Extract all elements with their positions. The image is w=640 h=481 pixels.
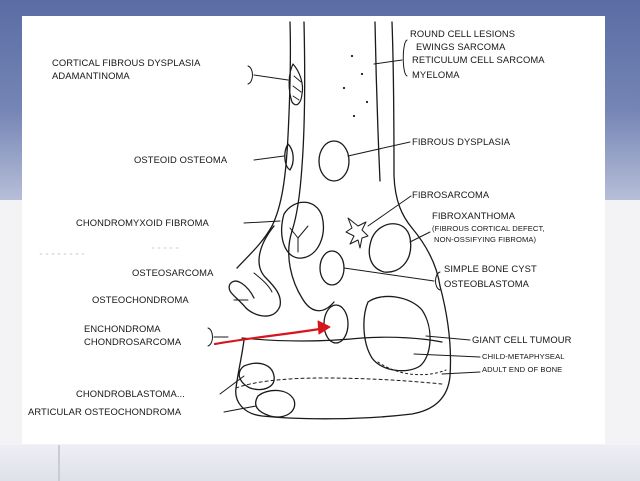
label-non-ossifying-fibroma: NON-OSSIFYING FIBROMA) [434, 235, 537, 244]
shaft-outer-left [236, 21, 292, 269]
giant-cell-tumour-lesion [363, 295, 431, 372]
simple-bone-cyst-lesion [319, 250, 345, 286]
red-pointer-arrow-head [317, 320, 331, 335]
label-chondroblastoma: CHONDROBLASTOMA... [76, 388, 185, 399]
red-pointer-arrow-shaft [213, 326, 328, 346]
label-articular-osteochondroma: ARTICULAR OSTEOCHONDROMA [28, 406, 182, 417]
slide-footer-divider [58, 445, 60, 481]
metaphysis-left [245, 225, 282, 317]
round-cell-dots [342, 54, 369, 118]
label-enchondroma: ENCHONDROMA [84, 323, 161, 334]
giant-cell-dotted-extension [377, 361, 447, 376]
label-osteosarcoma: OSTEOSARCOMA [132, 267, 214, 278]
cortical-dysplasia-hatch [292, 75, 302, 101]
label-adamantinoma: ADAMANTINOMA [52, 70, 130, 81]
label-osteochondroma: OSTEOCHONDROMA [92, 294, 189, 305]
metaphysis-left-inner [288, 230, 335, 312]
label-osteoid-osteoma: OSTEOID OSTEOMA [134, 154, 228, 165]
growth-plate-line [241, 336, 443, 343]
fibrosarcoma-lesion [345, 217, 369, 249]
chondromyxoid-fibroma-lesion [280, 201, 324, 259]
diagram-panel: CORTICAL FIBROUS DYSPLASIA ADAMANTINOMA … [22, 16, 605, 444]
fibrous-dysplasia-lesion [318, 140, 350, 182]
shaft-inner-right [374, 21, 381, 182]
chondroblastoma-lesion [238, 362, 275, 391]
articular-surface [235, 377, 443, 389]
label-fibrous-dysplasia: FIBROUS DYSPLASIA [412, 136, 511, 147]
shaft-inner-left [291, 21, 306, 232]
label-fibroxanthoma: FIBROXANTHOMA [432, 210, 516, 221]
cortical-dysplasia-lesion [288, 63, 304, 106]
label-ewings-sarcoma: EWINGS SARCOMA [416, 41, 506, 52]
label-simple-bone-cyst: SIMPLE BONE CYST [444, 263, 537, 274]
shaft-outer-right [391, 21, 441, 287]
label-cortical-fibrous-dysplasia: CORTICAL FIBROUS DYSPLASIA [52, 57, 201, 68]
label-giant-cell-tumour: GIANT CELL TUMOUR [472, 334, 572, 345]
chondromyxoid-fibroma-inner [289, 225, 309, 253]
label-round-cell-lesions: ROUND CELL LESIONS [410, 28, 516, 39]
label-fibrosarcoma: FIBROSARCOMA [412, 189, 490, 200]
label-osteoblastoma: OSTEOBLASTOMA [444, 278, 530, 289]
osteoid-osteoma-lesion [284, 143, 294, 171]
slide-footer-area [0, 445, 640, 481]
osteochondroma-lesion [228, 280, 255, 309]
label-chondromyxoid-fibroma: CHONDROMYXOID FIBROMA [76, 217, 209, 228]
scan-artefact [39, 247, 183, 255]
label-chondrosarcoma: CHONDROSARCOMA [84, 336, 182, 347]
label-adult-end-of-bone: ADULT END OF BONE [482, 365, 563, 374]
label-fibrous-cortical-defect: (FIBROUS CORTICAL DEFECT, [432, 224, 545, 233]
label-child-metaphyseal: CHILD-METAPHYSEAL [482, 352, 565, 361]
enchondroma-lesion [323, 304, 349, 344]
label-myeloma: MYELOMA [412, 69, 460, 80]
articular-osteochondroma-lesion [255, 389, 296, 418]
leader-lines [207, 39, 481, 413]
bone-lesion-diagram [39, 21, 481, 420]
fibroxanthoma-lesion [368, 223, 412, 273]
label-reticulum-cell-sarcoma: RETICULUM CELL SARCOMA [412, 54, 545, 65]
